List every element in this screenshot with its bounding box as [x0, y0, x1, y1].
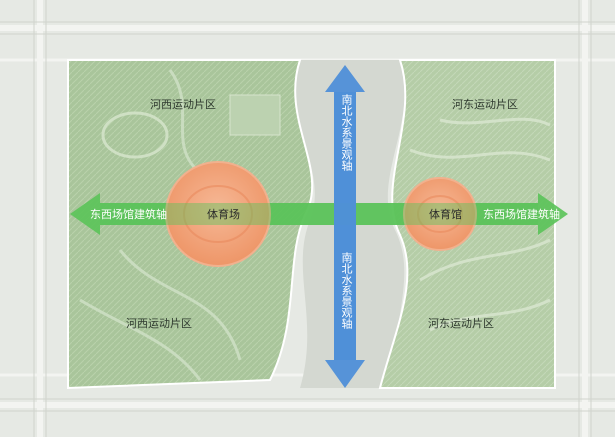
- axis-label-ew-right: 东西场馆建筑轴: [483, 207, 560, 221]
- district-label-east-south: 河东运动片区: [428, 317, 494, 330]
- east-park-paths: [409, 117, 551, 332]
- running-track: [101, 111, 169, 159]
- venue-label-stadium: 体育场: [207, 207, 240, 221]
- district-label-east-north: 河东运动片区: [452, 98, 518, 111]
- district-label-west-south: 河西运动片区: [126, 317, 192, 330]
- axis-label-ns-bottom: 南北水系景观轴: [340, 252, 353, 329]
- stadium-venue: [165, 161, 271, 267]
- district-label-west-north: 河西运动片区: [150, 98, 216, 111]
- gymnasium-venue: [403, 177, 477, 251]
- venue-label-gymnasium: 体育馆: [429, 207, 462, 221]
- axis-label-ns-top: 南北水系景观轴: [340, 94, 353, 171]
- courts-west: [229, 94, 281, 136]
- ns-axis-overlay: [334, 92, 356, 360]
- axis-label-ns-bottom-wrap: 南北水系景观轴: [339, 252, 353, 329]
- axis-label-ew-left: 东西场馆建筑轴: [90, 207, 167, 221]
- axis-label-ns-top-wrap: 南北水系景观轴: [339, 94, 353, 171]
- axis-overlay: [100, 203, 538, 225]
